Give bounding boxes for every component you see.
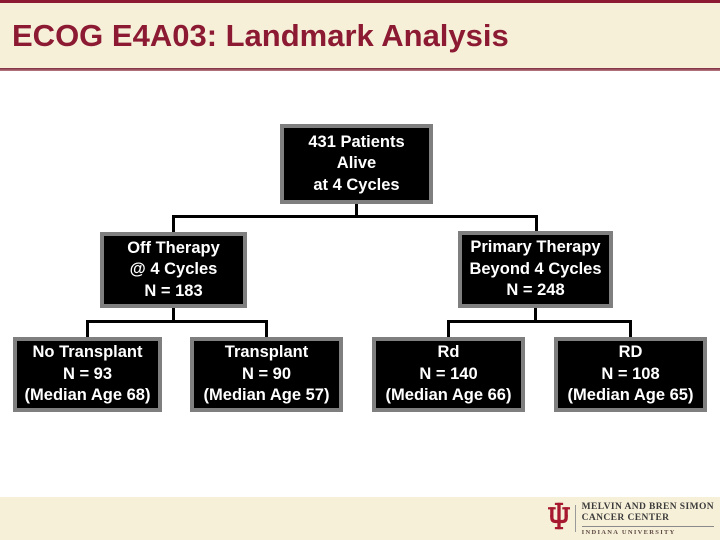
connector-level1-horizontal: [172, 215, 538, 218]
node-text-line: Transplant: [224, 343, 309, 362]
connector-right-horizontal: [447, 320, 631, 323]
connector-drop-leaf4: [629, 320, 632, 338]
connector-right-stem: [534, 307, 537, 322]
node-text-line: N = 93: [62, 364, 113, 383]
connector-left-horizontal: [86, 320, 268, 323]
connector-root-stem: [355, 203, 358, 217]
node-text-line: (Median Age 66): [385, 386, 512, 405]
connector-left-stem: [172, 307, 175, 322]
node-text-line: N = 90: [241, 364, 292, 383]
flowchart-node-rd-upper: RD N = 108 (Median Age 65): [554, 337, 707, 412]
connector-drop-leaf2: [265, 320, 268, 338]
node-text-line: (Median Age 57): [203, 386, 330, 405]
iu-trident-icon: [547, 501, 570, 536]
flowchart-node-primary-therapy: Primary Therapy Beyond 4 Cycles N = 248: [458, 231, 613, 308]
connector-drop-right: [535, 215, 538, 232]
node-text-line: (Median Age 65): [567, 386, 694, 405]
node-text-line: N = 248: [506, 281, 565, 300]
node-text-line: N = 140: [419, 364, 478, 383]
node-text-line: Primary Therapy: [470, 238, 601, 257]
node-text-line: Alive: [336, 154, 377, 173]
node-text-line: Rd: [437, 343, 460, 362]
node-text-line: (Median Age 68): [24, 386, 151, 405]
node-text-line: at 4 Cycles: [313, 175, 400, 194]
cancer-center-logo: MELVIN AND BREN SIMON CANCER CENTER INDI…: [547, 501, 714, 536]
logo-org-line1: MELVIN AND BREN SIMON: [581, 501, 714, 512]
node-text-line: N = 183: [144, 281, 203, 300]
flowchart-node-transplant: Transplant N = 90 (Median Age 57): [190, 337, 343, 412]
node-text-line: RD: [618, 343, 643, 362]
logo-university-label: INDIANA UNIVERSITY: [581, 528, 676, 536]
connector-drop-leaf3: [447, 320, 450, 338]
logo-divider-vertical: [574, 505, 576, 532]
logo-divider-horizontal: [581, 525, 714, 527]
flowchart-node-root: 431 Patients Alive at 4 Cycles: [280, 124, 433, 204]
logo-org-line2: CANCER CENTER: [581, 512, 670, 523]
page-title: ECOG E4A03: Landmark Analysis: [12, 17, 509, 53]
connector-drop-leaf1: [86, 320, 89, 338]
connector-drop-left: [172, 215, 175, 233]
flowchart-node-rd-lower: Rd N = 140 (Median Age 66): [372, 337, 525, 412]
node-text-line: 431 Patients: [308, 132, 405, 151]
node-text-line: @ 4 Cycles: [129, 260, 218, 279]
node-text-line: Off Therapy: [127, 238, 220, 257]
slide-footer: MELVIN AND BREN SIMON CANCER CENTER INDI…: [0, 497, 720, 540]
title-underline-rule: [0, 68, 720, 71]
slide-header: ECOG E4A03: Landmark Analysis: [0, 3, 720, 68]
node-text-line: No Transplant: [32, 343, 143, 362]
flowchart-node-no-transplant: No Transplant N = 93 (Median Age 68): [13, 337, 162, 412]
flowchart-node-off-therapy: Off Therapy @ 4 Cycles N = 183: [100, 232, 247, 308]
node-text-line: N = 108: [601, 364, 660, 383]
top-edge-line: [0, 0, 720, 3]
node-text-line: Beyond 4 Cycles: [469, 259, 602, 278]
